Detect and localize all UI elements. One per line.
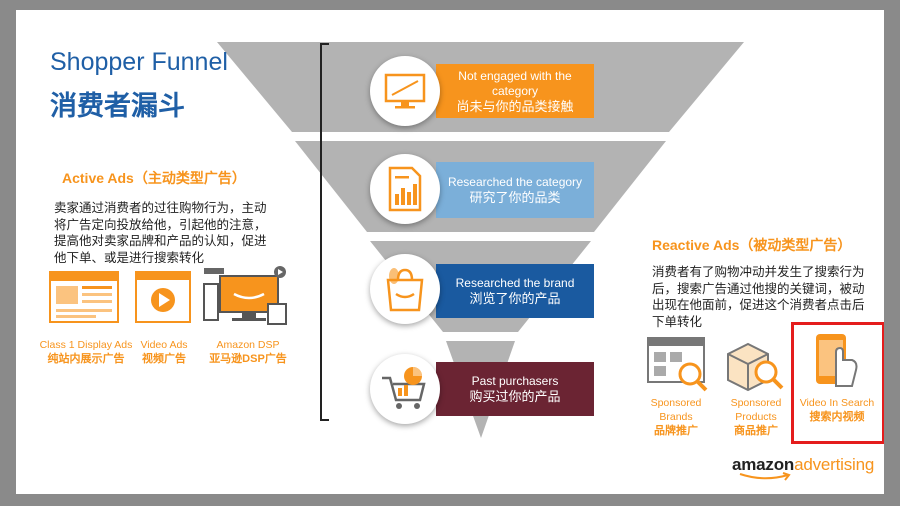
reactive-item-brands-cn: 品牌推广 (654, 425, 698, 437)
stage-3-en: Researched the brand (455, 276, 575, 290)
shopping-bag-icon (386, 268, 424, 312)
display-ad-icon (49, 271, 119, 323)
stage-3-circle (370, 254, 440, 324)
stage-2-en: Researched the category (447, 175, 583, 189)
slide: Shopper Funnel 消费者漏斗 Active Ads（主动类型广告） … (16, 10, 884, 494)
reactive-item-video-search-cn: 搜索内视频 (809, 411, 865, 423)
chart-document-icon (388, 166, 422, 212)
reactive-ads-title: Reactive Ads（被动类型广告） (652, 237, 852, 253)
reactive-item-video-search-en: Video In Search (799, 397, 875, 409)
stage-4-circle (370, 354, 440, 424)
reactive-item-brands: Sponsored Brands 品牌推广 (638, 396, 714, 438)
reactive-ads-description: 消费者有了购物冲动并发生了搜索行为后，搜索广告通过他搜的关键词，被动出现在他面前… (652, 265, 865, 329)
logo-smile (739, 472, 791, 481)
title-en: Shopper Funnel (50, 48, 228, 76)
reactive-item-products: Sponsored Products 商品推广 (718, 396, 794, 438)
stage-1-circle (370, 56, 440, 126)
logo-advertising: advertising (794, 455, 875, 474)
logo-amazon: amazon (732, 455, 795, 474)
stage-2-cn: 研究了你的品类 (469, 190, 561, 205)
amazon-advertising-logo: amazonadvertising (732, 455, 874, 475)
stage-1-cn: 尚未与你的品类接触 (456, 98, 574, 114)
funnel-bracket (320, 43, 329, 421)
shopping-cart-icon (382, 367, 426, 409)
active-item-display-en: Class 1 Display Ads (39, 339, 133, 351)
reactive-item-video-search: Video In Search 搜索内视频 (794, 396, 880, 424)
active-ads-title: Active Ads（主动类型广告） (62, 170, 246, 186)
active-item-video-en: Video Ads (140, 339, 188, 351)
stage-1-en: Not engaged with the category (458, 68, 572, 98)
active-item-dsp: Amazon DSP 亚马逊DSP广告 (202, 338, 294, 366)
reactive-item-products-en: Sponsored Products (730, 397, 782, 423)
stage-3-cn: 浏览了你的产品 (469, 291, 561, 306)
stage-2-box: Researched the category 研究了你的品类 (436, 162, 594, 218)
reactive-item-products-cn: 商品推广 (734, 425, 778, 437)
reactive-item-brands-en: Sponsored Brands (650, 397, 702, 423)
title-cn: 消费者漏斗 (50, 91, 185, 121)
sponsored-brands-icon (647, 337, 708, 392)
active-item-display-cn: 纯站内展示广告 (47, 353, 125, 365)
video-ad-icon (135, 271, 191, 323)
stage-4-en: Past purchasers (471, 374, 559, 388)
devices-icon (203, 266, 287, 325)
active-item-video-cn: 视频广告 (142, 353, 186, 365)
stage-4-cn: 购买过你的产品 (469, 389, 561, 404)
monitor-icon (384, 73, 426, 109)
active-item-dsp-cn: 亚马逊DSP广告 (209, 353, 287, 365)
video-in-search-highlight (791, 322, 884, 444)
active-item-dsp-en: Amazon DSP (216, 339, 280, 351)
stage-3-box: Researched the brand 浏览了你的产品 (436, 264, 594, 318)
stage-4-box: Past purchasers 购买过你的产品 (436, 362, 594, 416)
video-in-search-icon (816, 334, 858, 387)
active-ads-description: 卖家通过消费者的过往购物行为，主动将广告定向投放给他，引起他的注意，提高他对卖家… (54, 201, 267, 265)
active-item-display: Class 1 Display Ads 纯站内展示广告 (34, 338, 138, 366)
sponsored-products-icon (727, 342, 784, 392)
stage-2-circle (370, 154, 440, 224)
active-item-video: Video Ads 视频广告 (126, 338, 202, 366)
stage-1-box: Not engaged with the category 尚未与你的品类接触 (436, 64, 594, 118)
